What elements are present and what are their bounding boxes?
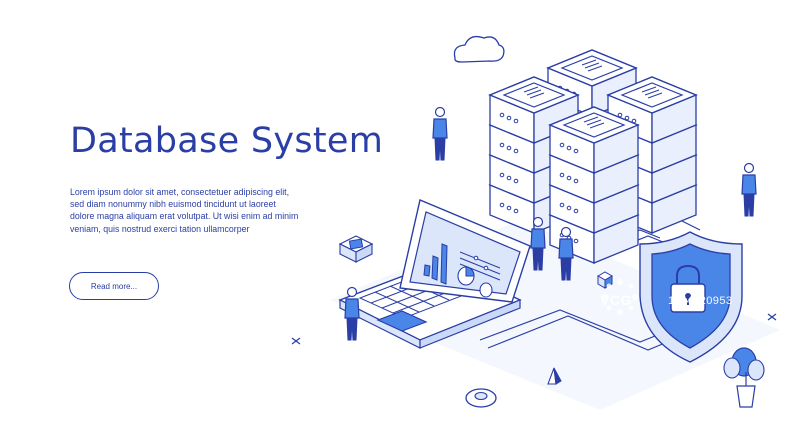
laptop-icon [338,199,531,349]
page-title: Database System [70,121,384,161]
plant-icon [723,347,765,408]
chip-icon [338,235,374,263]
shield-lock-icon [639,231,743,363]
read-more-button[interactable]: Read more... [69,272,159,300]
bar-chart-icon [423,243,448,285]
watermark-brand: VCG [600,292,632,308]
watermark-logo-icon [602,279,638,315]
ring-icon [465,388,497,408]
pie-chart-icon [457,266,493,298]
hero-description: Lorem ipsum dolor sit amet, consectetuer… [70,187,299,234]
pyramid-icon [547,367,562,385]
padlock-icon [670,264,706,313]
cross-mark-icon [291,313,777,345]
watermark-id: 1154020953 [668,295,733,307]
cloud-icon [453,35,505,63]
